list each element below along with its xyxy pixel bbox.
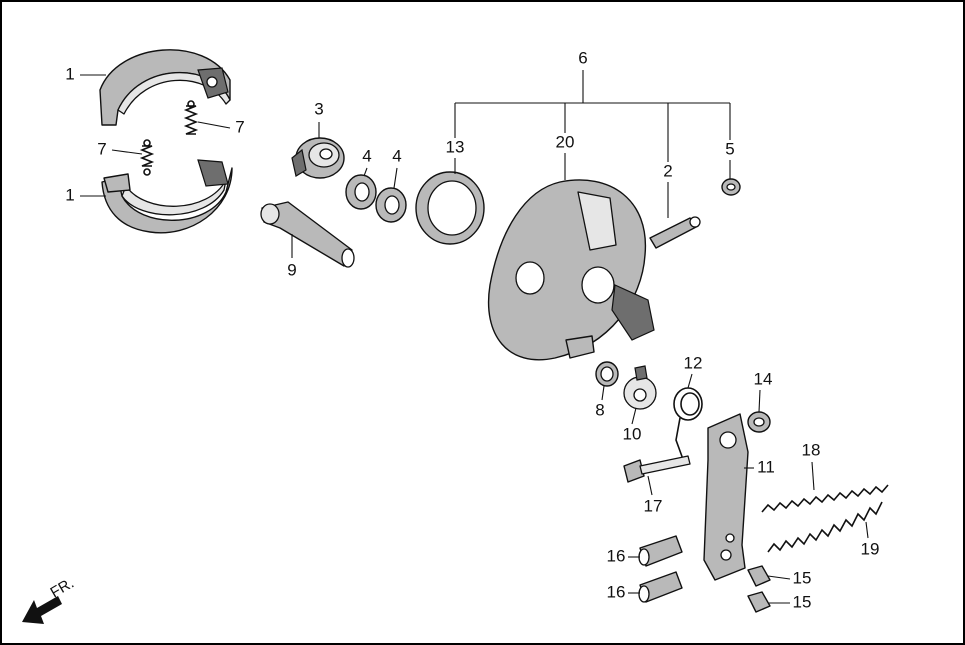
spring-18 [761, 484, 889, 513]
callout-14: 14 [754, 369, 773, 388]
callout-6: 6 [578, 48, 587, 67]
leader-lines [80, 70, 869, 604]
callout-20: 20 [556, 132, 575, 151]
nut-14 [747, 411, 771, 433]
callout-4-left: 4 [362, 146, 371, 165]
front-direction-arrow-icon [22, 596, 62, 624]
callout-17: 17 [644, 496, 663, 515]
callout-4-right: 4 [392, 146, 401, 165]
washer-a [345, 174, 377, 210]
callout-5: 5 [725, 139, 734, 158]
callout-16-upper: 16 [607, 546, 626, 565]
indicator-plate [623, 365, 657, 410]
callout-1-upper: 1 [65, 64, 74, 83]
callout-13: 13 [446, 137, 465, 156]
front-direction-indicator: FR. [22, 575, 77, 624]
cam-shaft [260, 201, 355, 268]
callout-7-right: 7 [235, 117, 244, 136]
callout-16-lower: 16 [607, 582, 626, 601]
callout-3: 3 [314, 99, 323, 118]
callout-10: 10 [623, 424, 642, 443]
joint-15-lower [747, 591, 771, 613]
brake-shoe-upper [99, 49, 231, 126]
speedometer-gear [291, 137, 345, 179]
washer-b [375, 187, 407, 223]
brake-panel [488, 179, 655, 361]
nut-5 [721, 178, 741, 196]
callout-9: 9 [287, 260, 296, 279]
front-direction-label: FR. [48, 575, 77, 602]
pin-16-lower [638, 571, 683, 603]
callout-11: 11 [757, 457, 775, 476]
spring-lower-7 [139, 139, 155, 176]
callout-2: 2 [663, 161, 672, 180]
callout-12: 12 [684, 353, 703, 372]
brake-arm [703, 413, 749, 581]
bolt-17 [623, 455, 691, 483]
callout-18: 18 [802, 440, 821, 459]
callout-7-left: 7 [97, 139, 106, 158]
pin-16-upper [638, 535, 683, 567]
washer-8 [595, 361, 619, 387]
brake-shoe-lower [101, 159, 233, 234]
callout-8: 8 [595, 400, 604, 419]
callout-15-lower: 15 [793, 592, 812, 611]
callout-1-lower: 1 [65, 185, 74, 204]
return-spring [673, 387, 703, 463]
adjuster-bolt [649, 216, 701, 249]
spring-upper-7 [183, 100, 199, 135]
oil-seal [415, 171, 485, 245]
part-number-labels: 1 1 7 7 3 4 4 9 6 13 20 2 5 8 10 12 14 1… [65, 48, 879, 611]
callout-15-upper: 15 [793, 568, 812, 587]
joint-15-upper [747, 565, 771, 587]
callout-19: 19 [861, 539, 880, 558]
spring-19 [767, 501, 883, 553]
